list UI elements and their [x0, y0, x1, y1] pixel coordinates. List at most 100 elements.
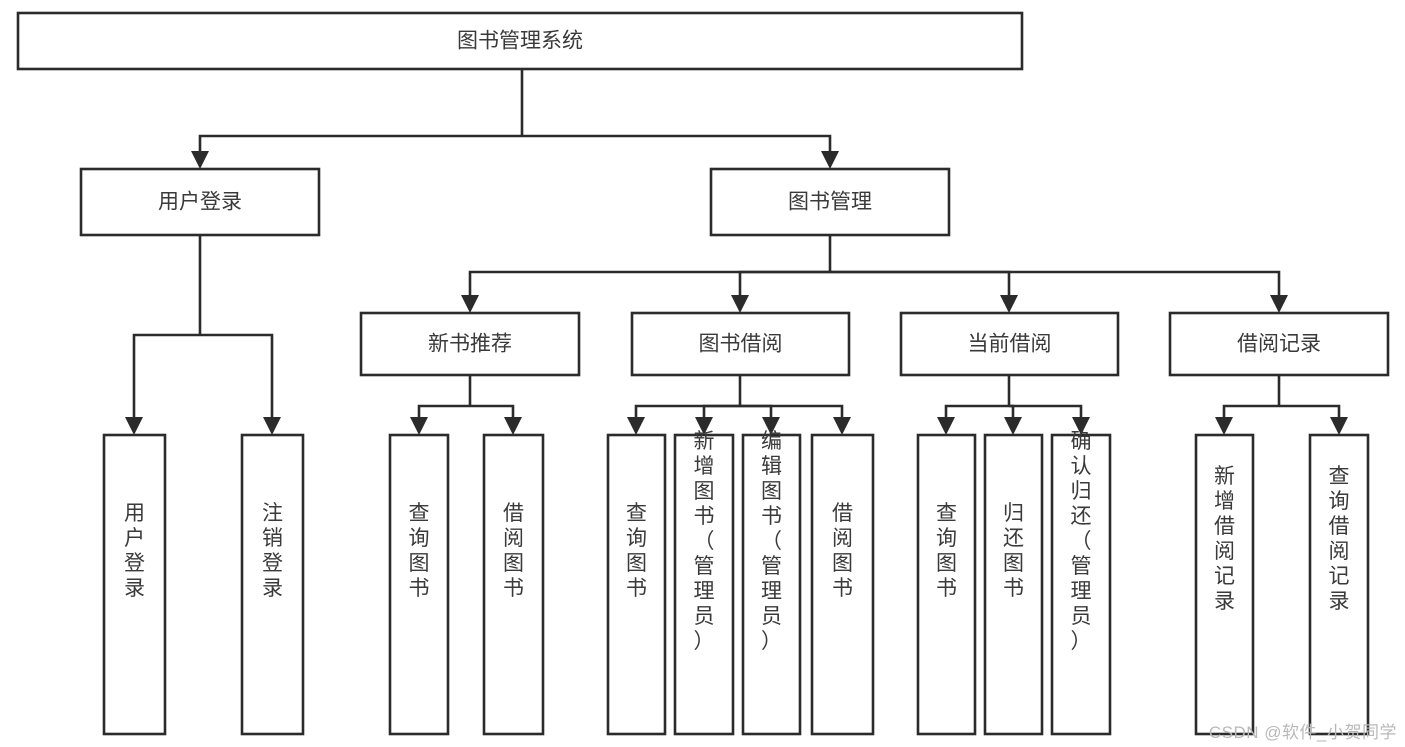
book-manage-branch	[830, 270, 1011, 295]
node-leaf-user-login[interactable]: 用户登录	[102, 433, 167, 736]
node-label: 归还图书	[1003, 502, 1024, 600]
node-layer: 图书管理系统用户登录图书管理新书推荐图书借阅当前借阅借阅记录用户登录注销登录查询…	[16, 11, 1390, 736]
node-box	[983, 433, 1044, 736]
root-branch	[198, 134, 522, 151]
arrow-head-icon	[461, 295, 479, 313]
leaf-branch	[1279, 404, 1341, 417]
node-label: 图书管理	[788, 191, 872, 214]
leaf-branch	[740, 404, 844, 417]
node-label: 图书管理系统	[457, 30, 583, 53]
node-leaf-query-record[interactable]: 查询借阅记录	[1308, 433, 1370, 736]
node-box	[240, 433, 305, 736]
node-box	[1168, 311, 1390, 377]
node-box	[388, 433, 450, 736]
leaf-branch	[1009, 404, 1083, 417]
node-label: 借阅记录	[1237, 333, 1321, 356]
node-leaf-logout[interactable]: 注销登录	[240, 433, 305, 736]
node-box	[606, 433, 667, 736]
node-box	[709, 167, 951, 237]
arrow-head-icon	[410, 417, 428, 435]
node-box	[482, 433, 545, 736]
leaf-branch	[740, 404, 773, 417]
node-box	[673, 433, 735, 736]
arrow-head-icon	[191, 151, 209, 169]
node-user-login[interactable]: 用户登录	[79, 167, 321, 237]
node-borrow-record[interactable]: 借阅记录	[1168, 311, 1390, 377]
node-current-borrow[interactable]: 当前借阅	[899, 311, 1120, 377]
leaf-branch	[470, 404, 515, 417]
node-leaf-borrow-book-1[interactable]: 借阅图书	[482, 433, 545, 736]
leaf-branch	[1222, 404, 1279, 417]
arrow-head-icon	[627, 417, 645, 435]
node-box	[810, 433, 875, 736]
node-label: 确认归还（管理员）	[1071, 430, 1092, 653]
arrow-head-icon	[1000, 295, 1018, 313]
leaf-branch	[702, 404, 740, 417]
node-box	[1194, 433, 1255, 736]
arrow-head-icon	[1215, 417, 1233, 435]
node-label: 注销登录	[262, 502, 283, 600]
node-label: 查询借阅记录	[1329, 465, 1350, 613]
node-box	[916, 433, 977, 736]
node-label: 新增图书（管理员）	[694, 430, 715, 653]
node-leaf-query-book-1[interactable]: 查询图书	[388, 433, 450, 736]
node-label: 用户登录	[124, 502, 145, 600]
node-new-book-recommend[interactable]: 新书推荐	[359, 311, 581, 377]
node-box	[630, 311, 851, 377]
node-label: 借阅图书	[503, 502, 524, 600]
connector-layer	[125, 69, 1348, 435]
node-label: 借阅图书	[832, 502, 853, 600]
leaf-branch	[944, 404, 1009, 417]
node-leaf-confirm-return[interactable]: 确认归还（管理员）	[1050, 430, 1112, 736]
book-manage-branch	[830, 270, 1281, 295]
node-label: 新书推荐	[428, 333, 512, 356]
node-box	[102, 433, 167, 736]
node-leaf-add-book[interactable]: 新增图书（管理员）	[673, 430, 735, 736]
arrow-head-icon	[1330, 417, 1348, 435]
leaf-branch	[417, 404, 470, 417]
node-root[interactable]: 图书管理系统	[16, 11, 1024, 71]
arrow-head-icon	[833, 417, 851, 435]
arrow-head-icon	[821, 151, 839, 169]
node-box	[741, 433, 802, 736]
node-label: 用户登录	[158, 191, 242, 214]
node-leaf-query-book-3[interactable]: 查询图书	[916, 433, 977, 736]
arrow-head-icon	[263, 417, 281, 435]
leaf-branch	[1009, 404, 1015, 417]
node-box	[16, 11, 1024, 71]
node-label: 查询图书	[626, 502, 647, 600]
root-branch	[522, 134, 832, 151]
arrow-head-icon	[1072, 417, 1090, 435]
book-manage-branch	[468, 270, 830, 295]
node-leaf-borrow-book-2[interactable]: 借阅图书	[810, 433, 875, 736]
node-book-borrow[interactable]: 图书借阅	[630, 311, 851, 377]
book-manage-branch	[738, 270, 830, 295]
node-leaf-query-book-2[interactable]: 查询图书	[606, 433, 667, 736]
node-label: 新增借阅记录	[1214, 465, 1235, 613]
arrow-head-icon	[695, 417, 713, 435]
node-label: 编辑图书（管理员）	[761, 430, 782, 653]
arrow-head-icon	[504, 417, 522, 435]
arrow-head-icon	[125, 417, 143, 435]
arrow-head-icon	[1004, 417, 1022, 435]
node-label: 查询图书	[936, 502, 957, 600]
leaf-branch	[634, 404, 740, 417]
node-label: 当前借阅	[968, 333, 1052, 356]
leaf-branch	[132, 333, 200, 417]
arrow-head-icon	[731, 295, 749, 313]
node-label: 图书借阅	[699, 333, 783, 356]
node-box	[1050, 433, 1112, 736]
arrow-head-icon	[937, 417, 955, 435]
node-box	[79, 167, 321, 237]
node-box	[359, 311, 581, 377]
node-box	[899, 311, 1120, 377]
node-box	[1308, 433, 1370, 736]
node-leaf-edit-book[interactable]: 编辑图书（管理员）	[741, 430, 802, 736]
node-book-manage[interactable]: 图书管理	[709, 167, 951, 237]
node-leaf-add-record[interactable]: 新增借阅记录	[1194, 433, 1255, 736]
arrow-head-icon	[762, 417, 780, 435]
node-label: 查询图书	[409, 502, 430, 600]
node-leaf-return-book[interactable]: 归还图书	[983, 433, 1044, 736]
